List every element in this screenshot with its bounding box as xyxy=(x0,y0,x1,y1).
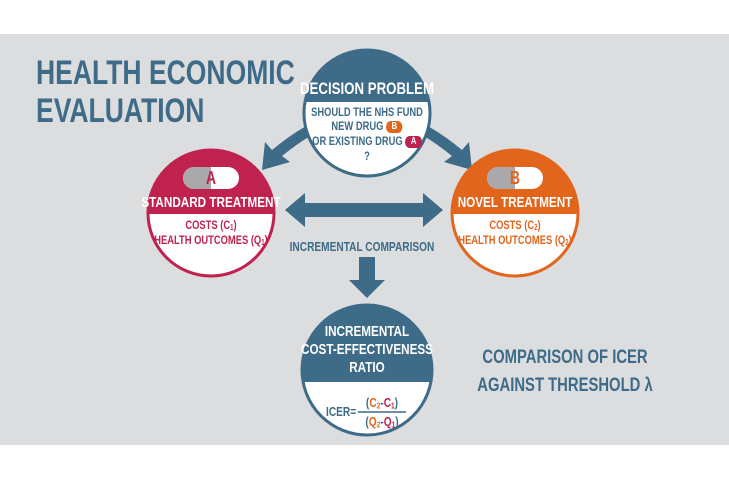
standard-pill-label: A xyxy=(205,168,217,188)
decision-line-3: OR EXISTING DRUG A xyxy=(312,135,422,148)
standard-heading: STANDARD TREATMENT xyxy=(141,194,281,211)
icer-line-2: COST-EFFECTIVENESS xyxy=(301,341,433,358)
decision-question-mark: ? xyxy=(364,149,370,163)
standard-costs: COSTS (C1) xyxy=(185,218,237,233)
decision-line-2: NEW DRUG B xyxy=(331,119,403,133)
novel-outcomes: HEALTH OUTCOMES (Q2) xyxy=(458,233,572,248)
decision-line-3-text: OR EXISTING DRUG xyxy=(312,134,403,148)
arrow-to-novel xyxy=(422,125,472,170)
novel-heading: NOVEL TREATMENT xyxy=(457,194,573,211)
down-arrow xyxy=(349,257,385,298)
icer-line-1: INCREMENTAL xyxy=(324,323,410,340)
incremental-comparison-label: INCREMENTAL COMPARISON xyxy=(289,239,435,254)
title-line-2: EVALUATION xyxy=(36,92,205,130)
icer-line-3: RATIO xyxy=(349,359,385,376)
icer-formula-label: ICER= xyxy=(326,404,357,419)
novel-pill-label: B xyxy=(509,168,521,188)
decision-heading: DECISION PROBLEM xyxy=(299,79,435,98)
decision-line-1: SHOULD THE NHS FUND xyxy=(311,105,423,119)
decision-line-2-text: NEW DRUG xyxy=(331,119,384,133)
icer-denominator: (Q2-Q1) xyxy=(365,414,399,430)
threshold-line-2: AGAINST THRESHOLD λ xyxy=(477,375,653,396)
drug-a-pill: A xyxy=(405,135,422,148)
icer-numerator: (C2-C1) xyxy=(365,395,399,411)
arrow-to-standard xyxy=(262,125,312,170)
title-line-1: HEALTH ECONOMIC xyxy=(36,54,295,92)
page-title: HEALTH ECONOMIC EVALUATION xyxy=(36,56,295,128)
standard-outcomes: HEALTH OUTCOMES (Q1) xyxy=(154,233,268,248)
double-arrow xyxy=(285,193,443,227)
drug-b-pill: B xyxy=(386,120,403,133)
novel-costs: COSTS (C2) xyxy=(489,218,541,233)
threshold-line-1: COMPARISON OF ICER xyxy=(482,347,648,368)
